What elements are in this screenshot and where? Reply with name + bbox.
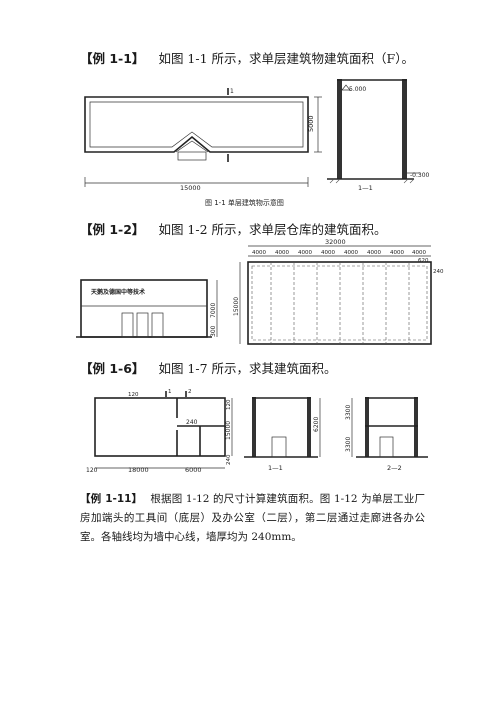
figure-1-7: 240 1 2 120 120 18000 6000 15000 120 240: [86, 389, 428, 474]
fig2-door-3: [151, 312, 164, 338]
example-tag: 【例 1-2】: [80, 222, 145, 237]
fig1-elev-marker-top: [341, 84, 351, 91]
fig3-dim-right: 6000: [185, 466, 202, 474]
fig3-sec2-left-wall: [365, 397, 369, 457]
fig1-plan-inner: [89, 101, 304, 148]
fig1-section-label: 1—1: [358, 184, 373, 192]
fig3-dim-240: 240: [186, 419, 198, 426]
example-1-1-heading: 【例 1-1】如图 1-1 所示，求单层建筑物建筑面积（F）。: [80, 48, 414, 67]
fig3-sec1-left-wall: [252, 397, 256, 457]
fig1-dim-length: 15000: [180, 184, 201, 192]
fig2-door-2: [136, 312, 149, 338]
fig2-dim-bay: 4000: [344, 250, 358, 256]
example-text: 如图 1-2 所示，求单层仓库的建筑面积。: [158, 222, 387, 237]
fig2-dim-bay: 4000: [275, 250, 289, 256]
fig3-dim-120a: 120: [128, 392, 139, 398]
fig2-dim-width: 15000: [233, 297, 240, 316]
fig2-dim-bay: 4000: [321, 250, 335, 256]
example-tag: 【例 1-1】: [80, 51, 145, 66]
fig3-dim-120c: 120: [226, 399, 232, 410]
fig1-dim-height: 5000: [307, 115, 315, 132]
example-text: 如图 1-7 所示，求其建筑面积。: [158, 361, 337, 376]
fig3-sec2-right-wall: [414, 397, 418, 457]
fig3-dim-15000: 15000: [225, 421, 232, 440]
fig2-dim-bay: 4000: [412, 250, 426, 256]
fig1-section-left-wall: [337, 79, 342, 179]
example-1-6-heading: 【例 1-6】如图 1-7 所示，求其建筑面积。: [80, 358, 337, 377]
fig2-dim-620: 620: [418, 258, 429, 264]
fig3-dim-3300: 3300: [345, 405, 352, 420]
fig1-entrance-canopy: [175, 140, 209, 153]
fig1-caption: 图 1-1 单层建筑物示意图: [205, 198, 284, 207]
fig3-dim-left: 18000: [128, 466, 149, 474]
fig3-dim-120b: 120: [86, 467, 98, 474]
fig3-plan-outline: [94, 397, 226, 457]
fig1-cut-label: 1: [230, 88, 234, 95]
fig3-label-2: 2—2: [387, 464, 402, 472]
example-tag: 【例 1-6】: [80, 361, 145, 376]
fig1-section-right-wall: [402, 79, 407, 179]
fig3-dim-3300b: 3300: [345, 437, 352, 452]
fig3-dim-240b: 240: [226, 454, 232, 465]
paragraph-text: 根据图 1-12 的尺寸计算建筑面积。图 1-12 为单层工业厂房加端头的工具间…: [80, 493, 426, 543]
fig3-sec1-right-wall: [307, 397, 311, 457]
example-1-2-heading: 【例 1-2】如图 1-2 所示，求单层仓库的建筑面积。: [80, 219, 387, 238]
fig3-sec2-door: [379, 436, 394, 458]
fig2-banner: 天鹅及德国中等技术: [91, 288, 145, 296]
figure-1-2: 天鹅及德国中等技术 7000 300 32000 4000 4000 40: [76, 238, 444, 345]
fig1-elev-top: 5.000: [349, 86, 366, 93]
fig3-mark-2: 2: [188, 389, 192, 395]
fig1-elev-bottom: -0.300: [410, 172, 430, 179]
example-tag: 【例 1-11】: [80, 493, 143, 505]
fig2-dim-bay: 4000: [298, 250, 312, 256]
fig1-plan-outline: [84, 96, 309, 153]
fig2-dim-height: 7000: [210, 303, 217, 318]
fig2-dim-bay: 4000: [390, 250, 404, 256]
figure-1-1: 1 15000 5000 5.000 -0.300 1—1: [84, 79, 430, 192]
fig2-plan-outline: [247, 261, 432, 345]
example-1-11-paragraph: 【例 1-11】根据图 1-12 的尺寸计算建筑面积。图 1-12 为单层工业厂…: [80, 490, 425, 547]
fig3-label-1: 1—1: [268, 464, 283, 472]
fig2-dim-small: 300: [210, 325, 217, 337]
fig3-sec1-door: [271, 436, 287, 458]
fig2-door-1: [121, 312, 134, 338]
fig2-dim-240: 240: [433, 269, 444, 275]
fig2-dim-bay: 4000: [252, 250, 266, 256]
fig2-dim-total: 32000: [325, 238, 346, 246]
fig1-entrance-step: [177, 151, 207, 161]
fig3-dim-6200: 6200: [313, 417, 320, 432]
fig2-dim-bay: 4000: [367, 250, 381, 256]
fig3-mark-1: 1: [168, 389, 172, 395]
example-text: 如图 1-1 所示，求单层建筑物建筑面积（F）。: [158, 51, 414, 66]
